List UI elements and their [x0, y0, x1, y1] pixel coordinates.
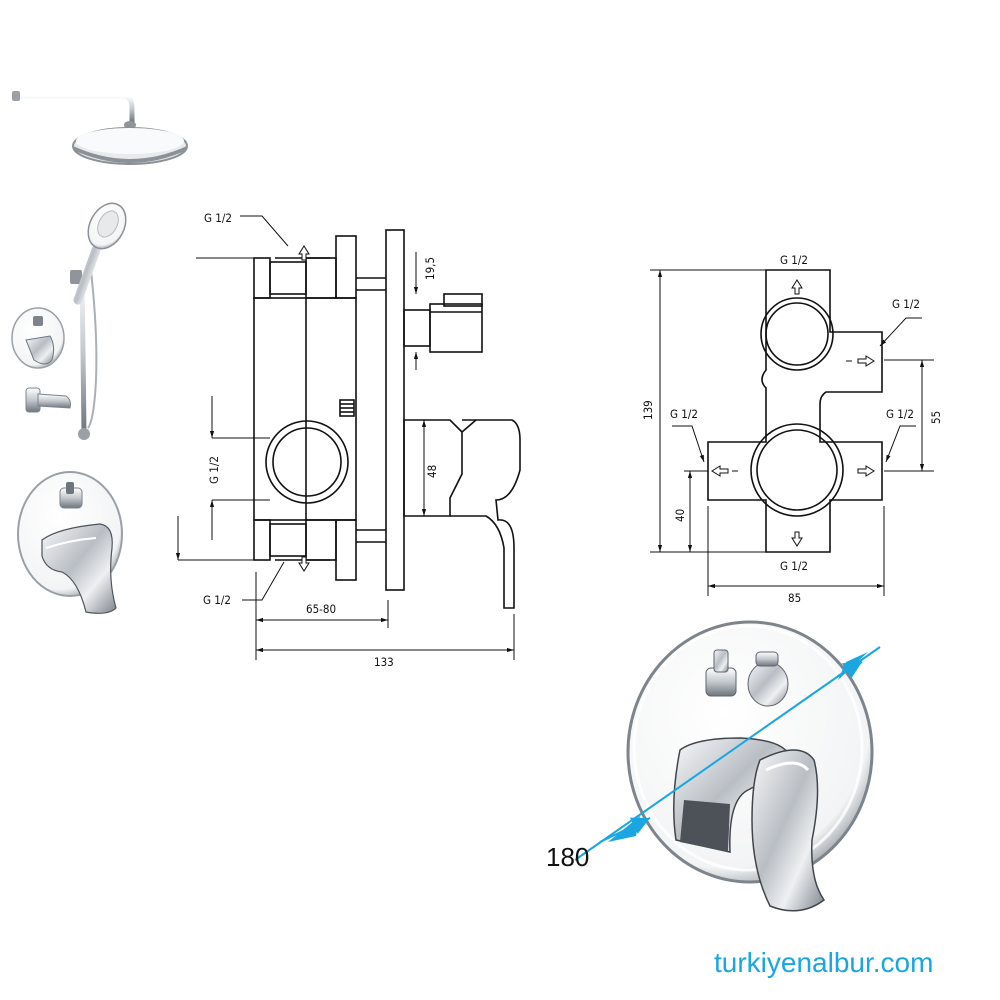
mixer-plate-render — [626, 620, 874, 912]
front-view-dimensions — [650, 269, 934, 596]
label-side-65-80: 65-80 — [306, 602, 336, 616]
label-front-55: 55 — [929, 411, 943, 424]
label-front-right-top-thread: G 1/2 — [892, 297, 920, 311]
label-front-top-thread: G 1/2 — [780, 253, 808, 267]
label-front-85: 85 — [788, 591, 801, 605]
label-side-133: 133 — [374, 655, 394, 669]
side-view-flow-arrows — [298, 245, 310, 572]
label-plate-diameter: 180 — [546, 842, 589, 872]
rain-shower-head-image — [12, 91, 188, 165]
hand-shower-set-image — [70, 202, 127, 440]
mixer-plate-large-image — [17, 471, 123, 614]
label-side-bot-thread: G 1/2 — [203, 593, 231, 607]
label-front-bot-thread: G 1/2 — [780, 559, 808, 573]
label-side-top-thread: G 1/2 — [204, 211, 232, 225]
label-front-40: 40 — [673, 509, 687, 522]
label-side-48: 48 — [425, 465, 439, 478]
diameter-indicator — [574, 646, 881, 861]
label-front-139: 139 — [641, 400, 655, 420]
spout-image — [25, 387, 71, 413]
side-view-dimensions — [175, 215, 515, 660]
label-side-19-5: 19,5 — [423, 257, 437, 280]
label-front-right-thread: G 1/2 — [886, 407, 914, 421]
front-view-flow-arrows — [711, 279, 875, 547]
label-front-left-thread: G 1/2 — [670, 407, 698, 421]
mixer-small-image — [11, 307, 65, 369]
side-view — [253, 229, 521, 609]
front-view — [707, 269, 883, 553]
label-side-mid-thread: G 1/2 — [207, 456, 221, 484]
watermark: turkiyenalbur.com — [714, 947, 933, 978]
